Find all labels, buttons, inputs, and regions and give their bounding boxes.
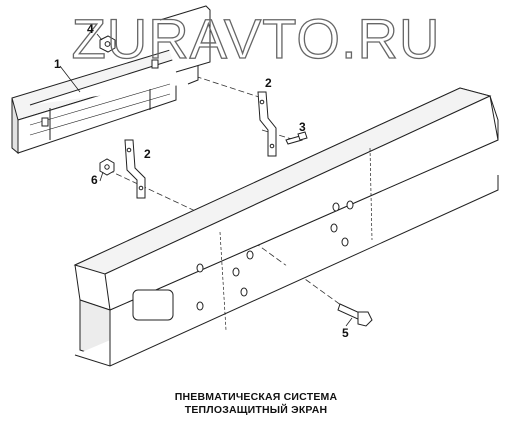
callout-4: 4 [87, 22, 94, 36]
callout-2-upper: 2 [265, 76, 272, 90]
callout-leaders [59, 33, 353, 327]
bolt-small-part [285, 131, 308, 145]
caption-system: ПНЕВМАТИЧЕСКАЯ СИСТЕМА [174, 391, 338, 403]
bolt-large-part [337, 303, 373, 327]
heat-shield-part [11, 5, 211, 155]
bracket-part-upper [257, 91, 277, 157]
callout-6: 6 [91, 173, 98, 187]
bracket-part-lower [124, 139, 146, 199]
frame-rail [73, 87, 499, 367]
callout-5: 5 [342, 326, 349, 340]
watermark: ZURAVTO.RU [72, 7, 441, 70]
callout-1: 1 [54, 57, 61, 71]
nut-upper-part [99, 35, 116, 53]
callout-3: 3 [299, 120, 306, 134]
nut-lower-part [99, 158, 115, 176]
caption-part: ТЕПЛОЗАЩИТНЫЙ ЭКРАН [184, 404, 328, 416]
frame-holes [196, 200, 354, 311]
callout-2-lower: 2 [144, 147, 151, 161]
